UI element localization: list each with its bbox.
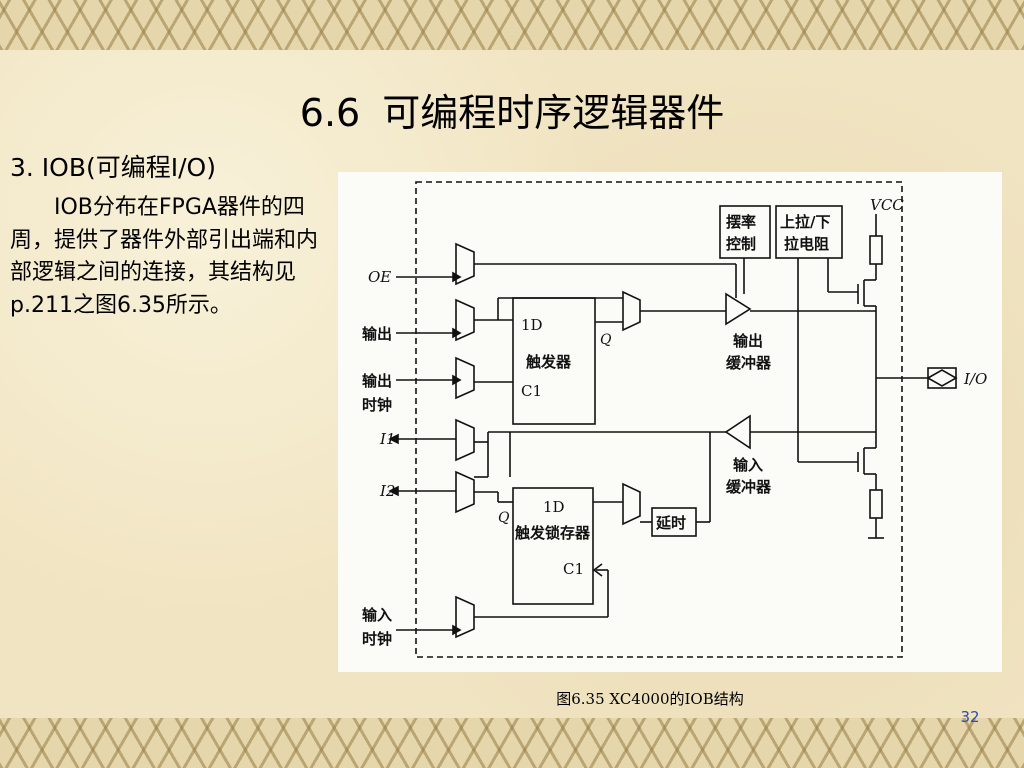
output-buffer-label-2: 缓冲器	[726, 354, 772, 372]
io-pad	[927, 367, 957, 389]
iob-boundary	[415, 181, 903, 658]
ff-name: 触发器	[526, 353, 572, 371]
input-clock-label-1: 输入	[362, 606, 392, 624]
input-buffer-label-1: 输入	[733, 456, 763, 474]
input-buffer	[724, 414, 751, 450]
output-label: 输出	[362, 325, 392, 343]
bottom-border-pattern	[0, 718, 1024, 768]
slide-title: 6.6 可编程时序逻辑器件	[0, 82, 1024, 137]
title-text: 可编程时序逻辑器件	[382, 91, 725, 135]
output-clock-label-2: 时钟	[362, 396, 392, 414]
section-heading: 3. IOB(可编程I/O)	[10, 153, 216, 182]
output-clock-label-1: 输出	[362, 372, 392, 390]
ff-d-label: 1D	[521, 316, 543, 334]
slew-control-block	[719, 205, 771, 259]
iob-diagram: OE 输出 输出 时钟 I1 I2 输入 时钟	[338, 172, 1002, 672]
input-arrows	[388, 271, 462, 636]
output-buffer	[725, 292, 752, 326]
slew-label-2: 控制	[726, 235, 756, 253]
i1-label: I1	[379, 430, 395, 448]
oe-label: OE	[368, 268, 391, 286]
latch-d-label: 1D	[543, 498, 565, 516]
ff-q-label: Q	[600, 332, 612, 348]
figure-caption: 图6.35 XC4000的IOB结构	[556, 690, 744, 708]
input-clock-label-2: 时钟	[362, 630, 392, 648]
title-number: 6.6	[299, 91, 361, 135]
i2-label: I2	[379, 482, 395, 500]
pull-up-resistor	[869, 235, 883, 265]
latch-name: 触发锁存器	[515, 524, 591, 542]
slew-label-1: 摆率	[726, 213, 756, 231]
pull-down-resistor	[869, 489, 883, 519]
top-border-pattern	[0, 0, 1024, 50]
latch-c1-label: C1	[563, 560, 584, 578]
wiring	[474, 258, 876, 618]
body-text: 3. IOB(可编程I/O) IOB分布在FPGA器件的四周，提供了器件外部引出…	[10, 148, 330, 322]
vcc-label: VCC	[870, 196, 904, 214]
pull-label-2: 拉电阻	[784, 235, 829, 253]
latch-q-label: Q	[498, 510, 510, 526]
page-number: 32	[960, 708, 980, 726]
iob-diagram-svg: OE 输出 输出 时钟 I1 I2 输入 时钟	[362, 181, 987, 658]
pull-resistor-block	[775, 205, 843, 259]
input-buffer-label-2: 缓冲器	[726, 478, 772, 496]
description-paragraph: IOB分布在FPGA器件的四周，提供了器件外部引出端和内部逻辑之间的连接，其结构…	[10, 195, 319, 318]
ff-c1-label: C1	[521, 382, 542, 400]
pull-label-1: 上拉/下	[780, 213, 830, 231]
output-buffer-label-1: 输出	[733, 332, 763, 350]
io-label: I/O	[963, 370, 987, 388]
input-latch	[512, 487, 594, 605]
multiplexers	[455, 242, 641, 639]
delay-label: 延时	[655, 514, 686, 532]
